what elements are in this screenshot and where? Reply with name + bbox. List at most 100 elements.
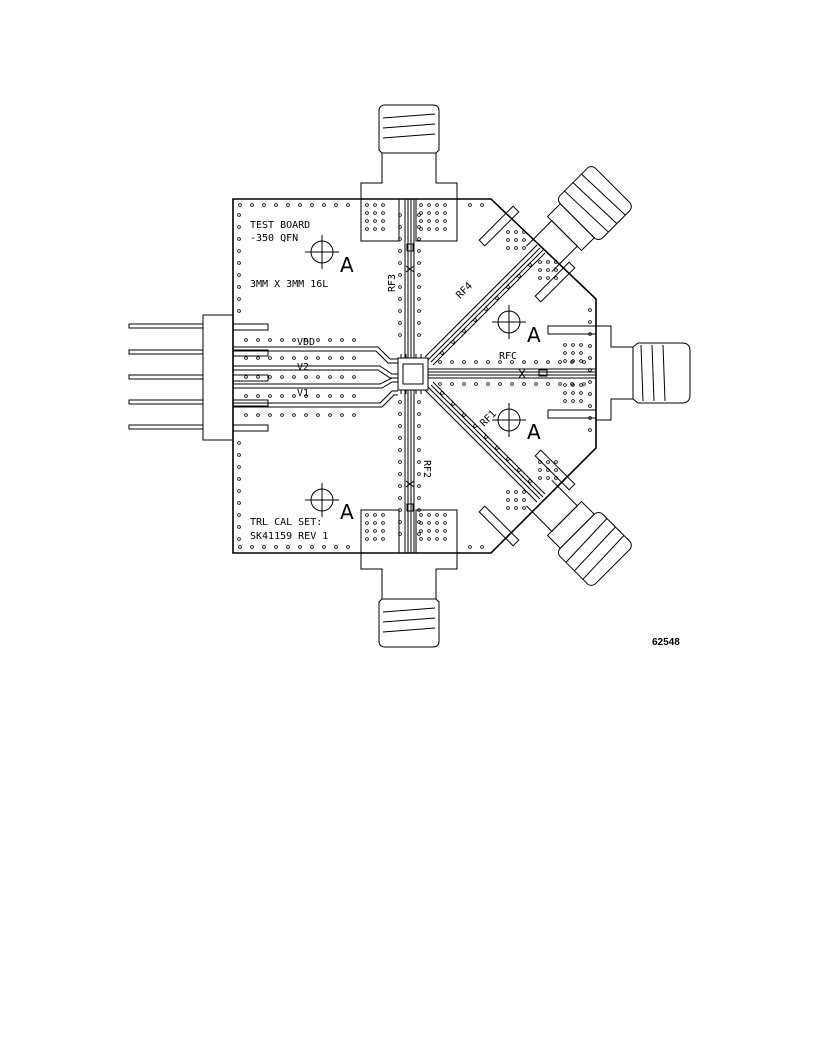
via [571, 343, 575, 347]
via [563, 399, 567, 403]
mount-mark: A [340, 500, 354, 524]
via [546, 268, 550, 272]
via [517, 468, 521, 472]
via [417, 321, 421, 325]
via [304, 338, 308, 342]
via [328, 394, 332, 398]
via [298, 203, 302, 207]
via [506, 246, 510, 250]
via [237, 465, 241, 469]
via [365, 211, 369, 215]
vdd-label: VDD [297, 337, 315, 348]
via [417, 285, 421, 289]
via [495, 446, 499, 450]
via [522, 238, 526, 242]
via [506, 238, 510, 242]
via [398, 249, 402, 253]
via [522, 382, 526, 386]
v2-label: V2 [297, 362, 309, 373]
via [427, 513, 431, 517]
upper-right-connector [525, 166, 632, 273]
via [237, 285, 241, 289]
via [286, 545, 290, 549]
via [498, 382, 502, 386]
via [244, 394, 248, 398]
via [398, 213, 402, 217]
via [514, 246, 518, 250]
via [237, 213, 241, 217]
via [280, 375, 284, 379]
via [316, 394, 320, 398]
via [398, 484, 402, 488]
via [365, 203, 369, 207]
via [514, 506, 518, 510]
via [237, 309, 241, 313]
via [588, 428, 592, 432]
via [440, 351, 444, 355]
ground-pads [360, 198, 597, 554]
via [498, 360, 502, 364]
via [334, 203, 338, 207]
via [365, 513, 369, 517]
via [438, 360, 442, 364]
via [435, 521, 439, 525]
via [588, 368, 592, 372]
via [398, 448, 402, 452]
via [237, 453, 241, 457]
via [340, 338, 344, 342]
via [373, 513, 377, 517]
via [268, 356, 272, 360]
via [328, 356, 332, 360]
via [381, 203, 385, 207]
via [510, 382, 514, 386]
via [528, 479, 532, 483]
via [250, 545, 254, 549]
via [440, 391, 444, 395]
via [352, 375, 356, 379]
via [417, 225, 421, 229]
via [237, 273, 241, 277]
via [588, 344, 592, 348]
via [340, 356, 344, 360]
via [538, 476, 542, 480]
via [328, 413, 332, 417]
via [435, 513, 439, 517]
via [417, 496, 421, 500]
rf1-trace [424, 381, 546, 503]
rf4-label: RF4 [454, 281, 475, 302]
via [588, 392, 592, 396]
via [237, 477, 241, 481]
mounting-hole [305, 483, 339, 517]
via [571, 351, 575, 355]
mounting-hole [492, 305, 526, 339]
via [417, 333, 421, 337]
via [546, 382, 550, 386]
via [398, 321, 402, 325]
via [554, 468, 558, 472]
via [419, 529, 423, 533]
mount-mark: A [340, 253, 354, 277]
via [588, 356, 592, 360]
via [462, 360, 466, 364]
via [528, 263, 532, 267]
via [522, 490, 526, 494]
via [579, 399, 583, 403]
via [427, 227, 431, 231]
via [468, 203, 472, 207]
via [462, 329, 466, 333]
via [256, 338, 260, 342]
via [514, 498, 518, 502]
via-array [237, 203, 592, 549]
via [571, 359, 575, 363]
via [427, 211, 431, 215]
via [417, 460, 421, 464]
via [398, 297, 402, 301]
via [443, 211, 447, 215]
via [237, 225, 241, 229]
via [443, 529, 447, 533]
via [588, 332, 592, 336]
via [558, 382, 562, 386]
via [417, 309, 421, 313]
via [334, 545, 338, 549]
via [417, 508, 421, 512]
